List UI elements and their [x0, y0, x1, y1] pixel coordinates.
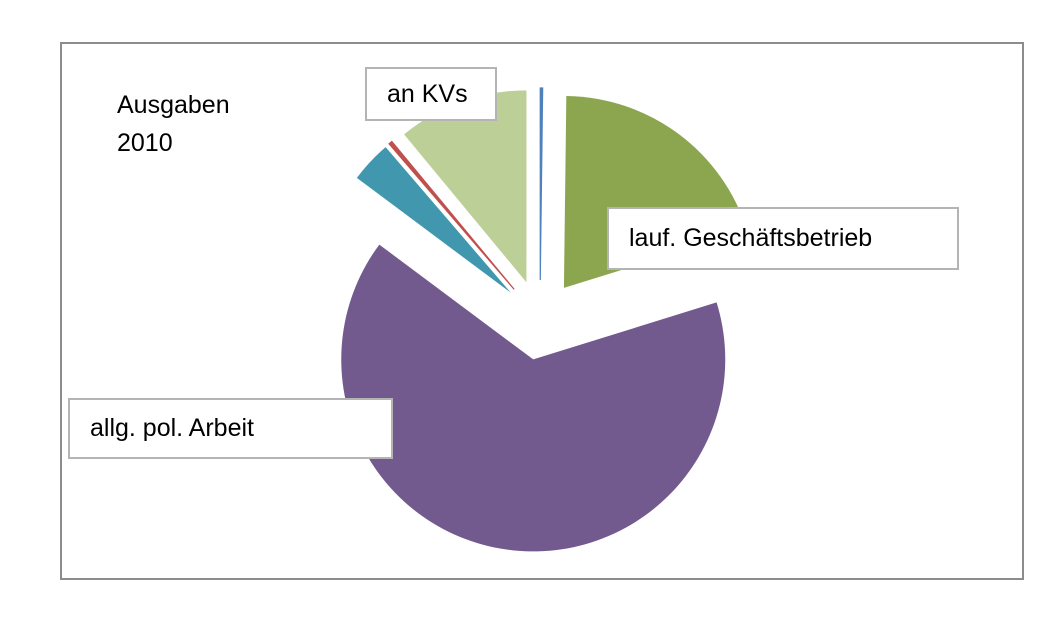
- pie-slice-5: [404, 90, 527, 283]
- pie-slice-3: [356, 147, 511, 293]
- pie-slice-0: [539, 87, 544, 281]
- chart-area: [60, 42, 1024, 580]
- chart-title: Ausgaben 2010: [117, 91, 230, 157]
- data-label-an-kvs: an KVs: [365, 67, 497, 121]
- data-label-lauf-geschaeftsbetrieb: lauf. Geschäftsbetrieb: [607, 207, 959, 270]
- pie-slice-4: [388, 140, 515, 290]
- data-label-allg-pol-arbeit: allg. pol. Arbeit: [68, 398, 393, 459]
- pie-slice-2: [341, 244, 726, 552]
